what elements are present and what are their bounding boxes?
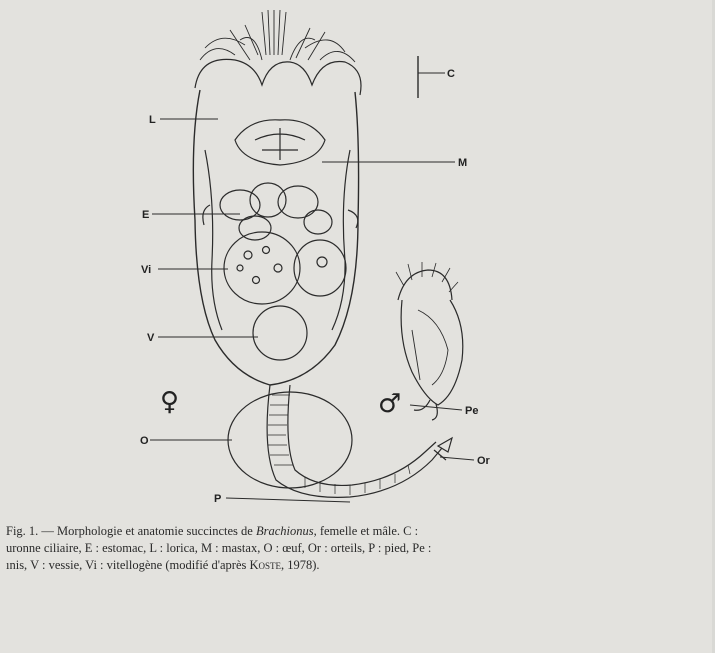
label-O: O [140, 435, 149, 447]
label-V: V [147, 332, 155, 344]
caption-line-1: Fig. 1. — Morphologie et anatomie succin… [6, 523, 706, 540]
label-L: L [149, 114, 156, 126]
mastax [235, 120, 325, 165]
foot [267, 385, 442, 497]
label-Or: Or [477, 455, 491, 467]
vitellogene [224, 232, 346, 304]
egg [228, 392, 352, 488]
label-Vi: Vi [141, 264, 151, 276]
bladder [253, 306, 307, 360]
label-C: C [447, 68, 455, 80]
caption-genus: Brachionus [256, 524, 314, 538]
label-M: M [458, 157, 467, 169]
corona [195, 59, 361, 95]
toes-female [434, 438, 452, 460]
caption-author: Koste [249, 558, 281, 572]
side-organs [203, 150, 358, 330]
label-E: E [142, 209, 149, 221]
caption-line-3: ınis, V : vessie, Vi : vitellogène (modi… [6, 557, 706, 574]
figure-caption: Fig. 1. — Morphologie et anatomie succin… [6, 523, 706, 574]
caption-line-2: uronne ciliaire, E : estomac, L : lorica… [6, 540, 706, 557]
leader-lines [150, 73, 474, 502]
corona-cilia [200, 10, 355, 62]
label-P: P [214, 493, 221, 505]
female-symbol: ♀ [160, 387, 179, 417]
male-figure [396, 262, 463, 420]
stomach [220, 183, 332, 240]
male-symbol: ♂ [378, 389, 401, 419]
label-Pe: Pe [465, 405, 478, 417]
